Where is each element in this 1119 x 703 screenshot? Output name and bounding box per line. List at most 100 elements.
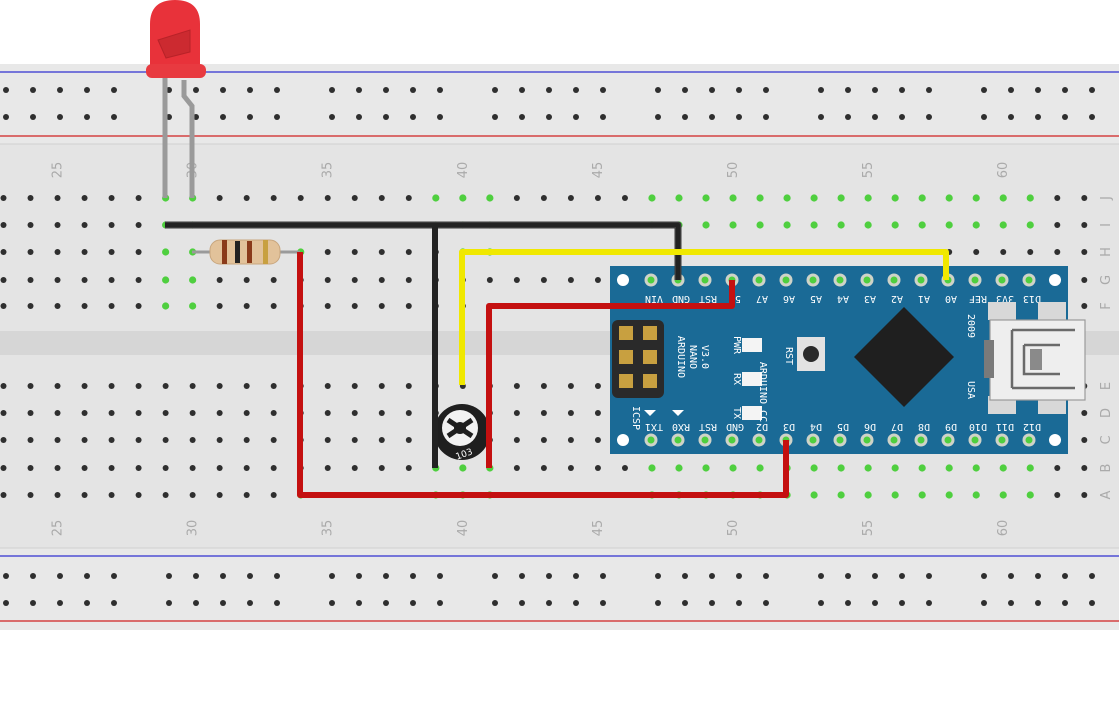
breadboard-hole[interactable] [709,600,715,606]
breadboard-hole[interactable] [567,383,574,389]
breadboard-hole[interactable] [324,277,331,283]
breadboard-hole[interactable] [891,464,899,472]
breadboard-hole[interactable] [1062,600,1068,606]
breadboard-hole[interactable] [729,464,737,472]
breadboard-hole[interactable] [405,195,412,201]
breadboard-hole[interactable] [54,222,61,228]
breadboard-hole[interactable] [513,277,520,283]
breadboard-hole[interactable] [864,464,872,472]
breadboard-hole[interactable] [926,114,932,120]
breadboard-hole[interactable] [57,573,63,579]
breadboard-hole[interactable] [351,465,358,471]
breadboard-hole[interactable] [27,410,34,416]
breadboard-hole[interactable] [270,277,277,283]
potentiometer[interactable]: 103 [434,404,490,463]
breadboard-hole[interactable] [81,222,88,228]
breadboard-hole[interactable] [1054,249,1061,255]
breadboard-hole[interactable] [432,194,440,202]
breadboard-hole[interactable] [573,114,579,120]
breadboard-hole[interactable] [378,410,385,416]
breadboard-hole[interactable] [135,249,142,255]
breadboard-hole[interactable] [1081,277,1088,283]
breadboard-hole[interactable] [329,600,335,606]
breadboard-hole[interactable] [54,465,61,471]
breadboard-hole[interactable] [108,465,115,471]
breadboard-hole[interactable] [872,114,878,120]
breadboard-hole[interactable] [405,383,412,389]
breadboard-hole[interactable] [655,114,661,120]
resistor[interactable] [192,239,300,265]
breadboard-hole[interactable] [763,600,769,606]
breadboard-hole[interactable] [1027,249,1034,255]
breadboard-hole[interactable] [899,114,905,120]
breadboard-hole[interactable] [1008,87,1014,93]
breadboard-hole[interactable] [383,573,389,579]
breadboard-hole[interactable] [682,87,688,93]
breadboard-hole[interactable] [810,194,818,202]
breadboard-hole[interactable] [54,195,61,201]
breadboard-hole[interactable] [135,222,142,228]
breadboard-hole[interactable] [410,114,416,120]
breadboard-hole[interactable] [0,249,7,255]
breadboard-hole[interactable] [383,600,389,606]
breadboard-hole[interactable] [864,221,872,229]
breadboard-hole[interactable] [270,437,277,443]
breadboard-hole[interactable] [675,464,683,472]
breadboard-hole[interactable] [810,464,818,472]
breadboard-hole[interactable] [0,383,7,389]
breadboard-hole[interactable] [0,222,7,228]
breadboard-hole[interactable] [594,437,601,443]
breadboard-hole[interactable] [216,195,223,201]
breadboard-hole[interactable] [729,221,737,229]
breadboard-hole[interactable] [27,222,34,228]
breadboard-hole[interactable] [378,383,385,389]
breadboard-hole[interactable] [351,383,358,389]
breadboard-hole[interactable] [81,492,88,498]
breadboard-hole[interactable] [324,195,331,201]
breadboard-hole[interactable] [1081,303,1088,309]
breadboard-hole[interactable] [383,114,389,120]
breadboard-hole[interactable] [519,114,525,120]
breadboard-hole[interactable] [918,221,926,229]
breadboard-hole[interactable] [378,437,385,443]
breadboard-hole[interactable] [108,383,115,389]
breadboard-hole[interactable] [763,87,769,93]
breadboard-hole[interactable] [30,573,36,579]
breadboard-hole[interactable] [162,248,170,256]
breadboard-hole[interactable] [162,302,170,310]
breadboard-hole[interactable] [54,277,61,283]
breadboard-hole[interactable] [519,87,525,93]
breadboard-hole[interactable] [135,277,142,283]
breadboard-hole[interactable] [189,410,196,416]
breadboard-hole[interactable] [274,87,280,93]
breadboard-hole[interactable] [243,383,250,389]
breadboard-hole[interactable] [351,277,358,283]
breadboard-hole[interactable] [1008,573,1014,579]
breadboard-hole[interactable] [54,383,61,389]
breadboard-hole[interactable] [567,277,574,283]
breadboard-hole[interactable] [682,114,688,120]
breadboard-hole[interactable] [30,87,36,93]
breadboard-hole[interactable] [189,492,196,498]
breadboard-hole[interactable] [513,383,520,389]
breadboard-hole[interactable] [837,194,845,202]
breadboard-hole[interactable] [135,383,142,389]
breadboard-hole[interactable] [513,437,520,443]
breadboard-hole[interactable] [486,277,493,283]
breadboard-hole[interactable] [783,221,791,229]
breadboard-hole[interactable] [220,600,226,606]
breadboard-hole[interactable] [1081,195,1088,201]
breadboard-hole[interactable] [1081,465,1088,471]
breadboard-hole[interactable] [682,573,688,579]
breadboard-hole[interactable] [247,600,253,606]
breadboard-hole[interactable] [54,492,61,498]
breadboard-hole[interactable] [899,573,905,579]
breadboard-hole[interactable] [108,492,115,498]
breadboard-hole[interactable] [189,276,197,284]
breadboard-hole[interactable] [600,573,606,579]
breadboard-hole[interactable] [189,437,196,443]
breadboard-hole[interactable] [108,277,115,283]
led[interactable] [146,0,206,198]
breadboard-hole[interactable] [0,410,7,416]
breadboard-hole[interactable] [108,437,115,443]
